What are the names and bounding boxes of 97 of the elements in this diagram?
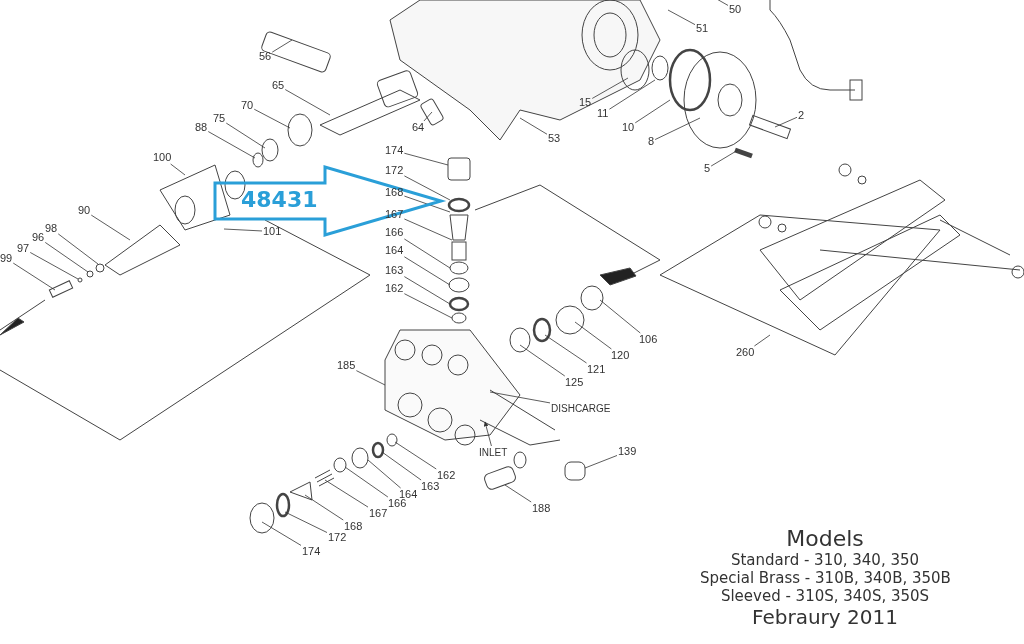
callout-number: 75: [212, 112, 227, 125]
callout-number: 70: [240, 99, 255, 112]
callout-number: 166: [384, 226, 405, 239]
leader-line: [44, 242, 89, 273]
callout-number: 162: [384, 282, 405, 295]
callout-number: 168: [343, 520, 364, 533]
callout-number: 106: [638, 333, 659, 346]
callout-number: 172: [384, 164, 405, 177]
leader-line: [403, 256, 451, 286]
leader-line: [367, 459, 401, 489]
model-list-text: Sleeved - 310S, 340S, 350S: [720, 587, 930, 605]
port-label: DISHCARGE: [550, 402, 612, 415]
leader-line: [394, 441, 437, 470]
heading: Models: [786, 526, 864, 551]
callout-number: 174: [301, 545, 322, 558]
callout-number: 163: [384, 264, 405, 277]
leader-line: [504, 484, 532, 503]
callout-number: 88: [194, 121, 209, 134]
callout-number: 163: [420, 480, 441, 493]
leader-line: [57, 233, 99, 265]
callout-number: 185: [336, 359, 357, 372]
leader-line: [667, 9, 696, 26]
leader-line: [584, 455, 618, 469]
leader-line: [774, 116, 798, 128]
callout-number: 5: [703, 162, 712, 175]
callout-number: 56: [258, 50, 273, 63]
callout-number: 65: [271, 79, 286, 92]
leader-line: [403, 276, 451, 305]
date-text: Febraury 2011: [752, 605, 898, 629]
leader-line: [710, 149, 739, 167]
leader-line: [12, 262, 56, 291]
callout-number: 50: [728, 3, 743, 16]
leader-line: [544, 334, 587, 364]
leader-line: [324, 479, 369, 508]
callout-number: 164: [384, 244, 405, 257]
callout-number: 10: [621, 121, 636, 134]
leader-line: [754, 334, 771, 347]
callout-number: 121: [586, 363, 607, 376]
leader-line: [284, 511, 328, 533]
leader-line: [654, 117, 701, 140]
leader-line: [403, 152, 449, 166]
leader-line: [403, 218, 453, 241]
callout-number: 99: [0, 252, 14, 265]
leader-line: [403, 238, 451, 269]
callout-number: 174: [384, 144, 405, 157]
callout-number: 120: [610, 349, 631, 362]
leader-line: [304, 494, 344, 521]
leader-line: [29, 252, 79, 280]
leader-line: [223, 228, 263, 232]
leader-line: [403, 293, 453, 319]
callout-number: 125: [564, 376, 585, 389]
port-label: INLET: [478, 446, 509, 459]
leader-line: [344, 466, 389, 498]
callout-number: 8: [647, 135, 656, 148]
callout-number: 2: [797, 109, 806, 122]
callout-number: 15: [578, 96, 593, 109]
callout-number: 100: [152, 151, 173, 164]
callout-number: 188: [531, 502, 552, 515]
leader-line: [271, 39, 293, 53]
leader-line: [381, 451, 422, 481]
leader-line: [170, 163, 186, 176]
leader-line: [609, 79, 656, 110]
leader-line: [591, 77, 629, 99]
leader-line: [519, 117, 548, 135]
leader-line: [90, 214, 131, 241]
callout-number: 90: [77, 204, 92, 217]
callout-number: 260: [735, 346, 756, 359]
leader-line: [403, 175, 451, 201]
callout-number: 97: [16, 242, 31, 255]
leader-line: [634, 99, 671, 124]
callout-number: 96: [31, 231, 46, 244]
leader-line: [519, 344, 566, 377]
callout-number: 51: [695, 22, 710, 35]
callout-number: 101: [262, 225, 283, 238]
callout-number: 172: [327, 531, 348, 544]
leader-line: [253, 108, 291, 129]
leader-line: [489, 391, 551, 404]
callout-number: 53: [547, 132, 562, 145]
model-list-text: Standard - 310, 340, 350: [730, 551, 920, 569]
callout-number: 167: [368, 507, 389, 520]
leader-line: [284, 89, 331, 116]
leader-line: [207, 131, 256, 159]
callout-number: 11: [596, 107, 610, 120]
part-number: 48431: [241, 187, 318, 212]
callout-number: 168: [384, 186, 405, 199]
callout-number: 162: [436, 469, 457, 482]
callout-number: 98: [44, 222, 59, 235]
callout-number: 64: [411, 121, 426, 134]
leader-line: [599, 299, 641, 334]
leader-line: [423, 111, 433, 122]
leader-line: [225, 122, 266, 149]
callout-number: 139: [617, 445, 638, 458]
leader-line: [261, 521, 302, 546]
model-list-text: Special Brass - 310B, 340B, 350B: [700, 569, 951, 587]
leader-line: [355, 370, 386, 386]
leader-line: [403, 195, 451, 213]
leader-line: [574, 321, 612, 350]
